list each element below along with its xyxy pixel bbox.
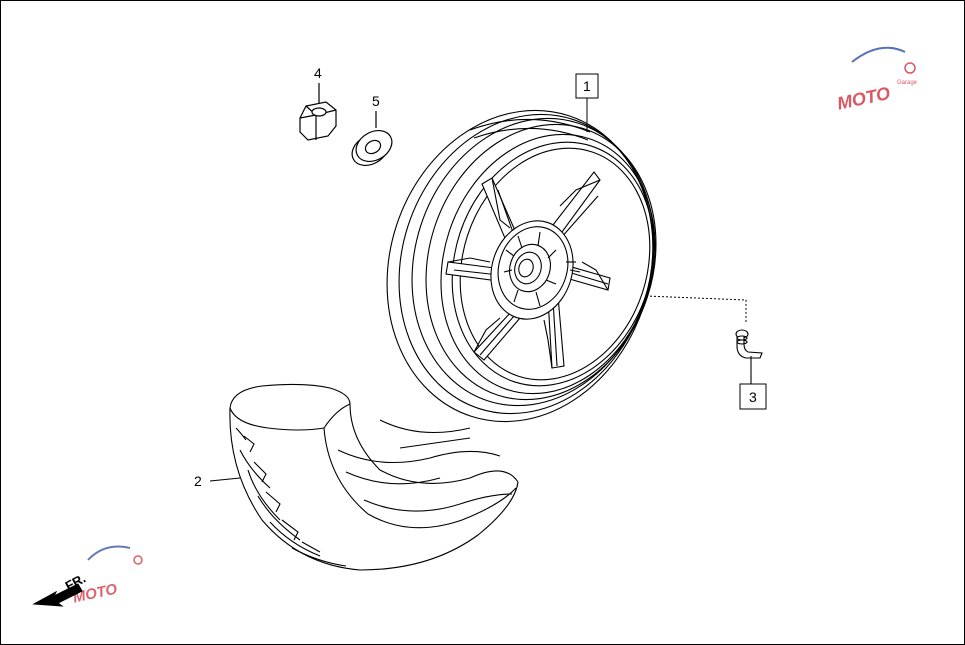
tire-part: [229, 383, 519, 571]
part-label-2-leader: [209, 477, 241, 482]
svg-text:Garage: Garage: [897, 80, 918, 86]
part-label-2: 2: [194, 473, 202, 489]
valve-leader-dotted: [645, 295, 747, 322]
part-label-1-box: [575, 73, 599, 132]
front-direction-arrow-icon: [32, 583, 83, 607]
nut-part: [299, 83, 337, 141]
part-label-4: 4: [314, 65, 322, 81]
part-label-3: 3: [749, 389, 757, 405]
wheel-rim-part: [386, 109, 657, 423]
part-label-3-box: [739, 383, 767, 410]
part-label-1: 1: [583, 78, 591, 94]
svg-text:MOTO: MOTO: [835, 83, 892, 114]
part-label-5: 5: [372, 93, 380, 109]
watermark-logo-top: MOTO Garage: [835, 46, 918, 114]
valve-part: [735, 329, 763, 384]
washer-part: [351, 111, 393, 167]
